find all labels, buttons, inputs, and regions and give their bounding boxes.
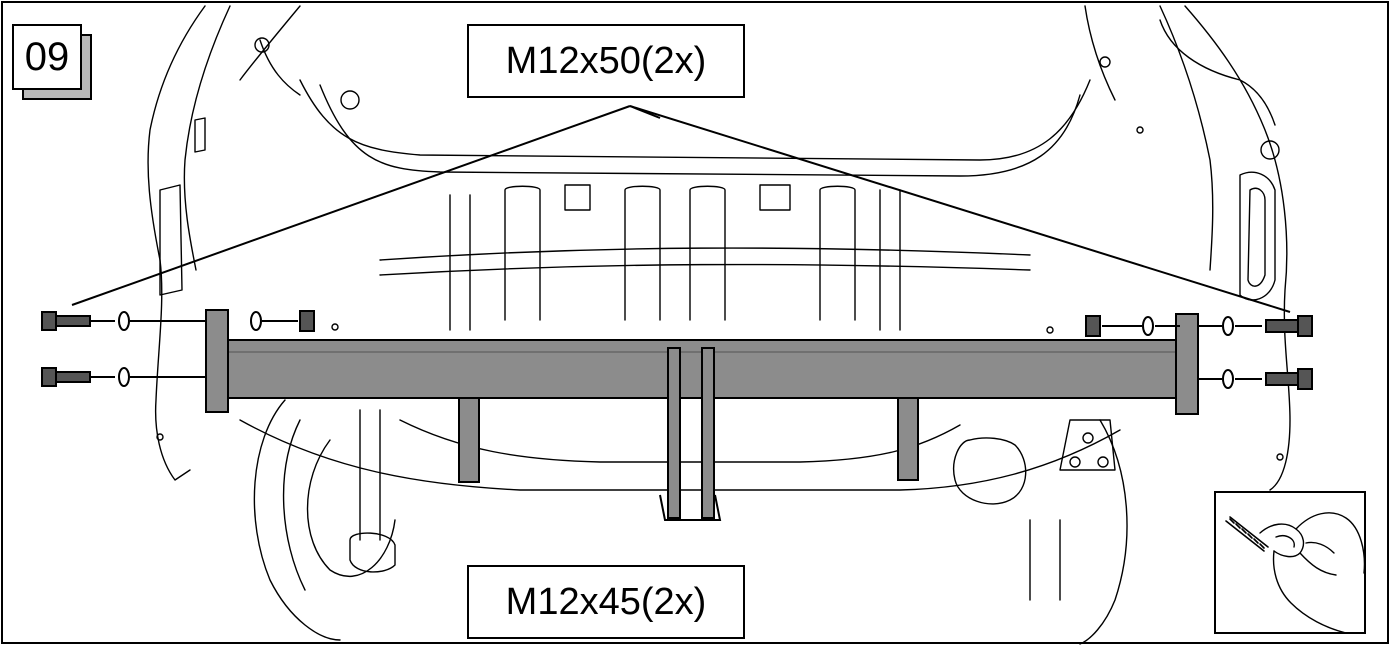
washer-icon (1222, 369, 1234, 389)
washer-icon (118, 367, 130, 387)
bolt-callout-m12x45: M12x45(2x) (467, 565, 745, 639)
fingers (1259, 523, 1305, 558)
right-wheel (1079, 419, 1128, 645)
right-body-outline (1184, 5, 1291, 491)
hex-bolt-icon (41, 311, 91, 331)
step-number: 09 (12, 24, 82, 90)
left-wheel (253, 399, 341, 641)
washer-icon (1142, 316, 1154, 336)
right-mount-plate (1175, 313, 1199, 415)
thread-locking-hand-icon (1225, 512, 1364, 632)
hex-nut-icon (1085, 315, 1101, 337)
trunk-opening (299, 79, 1091, 161)
hex-bolt-icon (1265, 315, 1313, 337)
leader-line-center (629, 105, 661, 119)
left-support-leg (458, 397, 480, 483)
hex-bolt-icon (41, 367, 91, 387)
leader-line-right (629, 105, 1291, 313)
left-body-outline (147, 5, 206, 481)
right-support-leg (897, 397, 919, 481)
threaded-bolt (1225, 516, 1269, 552)
washer-icon (1222, 316, 1234, 336)
thread-locking-inset (1214, 491, 1366, 634)
hex-bolt-icon (1265, 368, 1313, 390)
center-bracket-right (701, 347, 715, 519)
crossbar (205, 309, 1199, 521)
leader-line-left (71, 105, 631, 306)
bolt-callout-m12x50: M12x50(2x) (467, 24, 745, 98)
center-bracket-left (667, 347, 681, 519)
hex-nut-icon (299, 310, 315, 332)
washer-icon (118, 311, 130, 331)
step-badge: 09 (12, 24, 92, 102)
hand (1295, 512, 1364, 574)
washer-icon (250, 311, 262, 331)
left-mount-plate (205, 309, 229, 413)
tow-bracket (1059, 419, 1116, 471)
